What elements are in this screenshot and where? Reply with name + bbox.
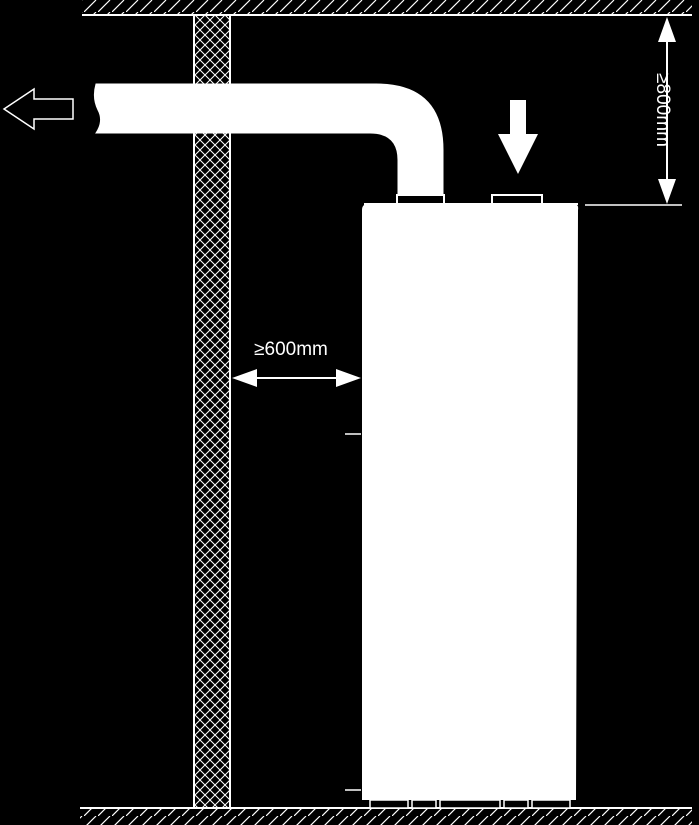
appliance-foot-4	[503, 799, 529, 809]
top-clearance-label: ≥800mm	[652, 73, 673, 147]
side-clearance-label: ≥600mm	[254, 339, 328, 360]
exhaust-flue-pipe	[93, 83, 444, 199]
appliance-foot-2	[411, 799, 437, 809]
floor-hatch	[80, 809, 692, 825]
appliance-body	[362, 204, 579, 800]
appliance-foot-3	[439, 799, 501, 809]
side-clearance-dimension: ≥600mm	[232, 339, 361, 387]
ceiling-hatch	[82, 0, 692, 15]
wall-column-fill	[194, 15, 230, 808]
floor	[80, 807, 692, 825]
side-dimension-arrowhead-right	[336, 369, 361, 387]
side-dimension-arrowhead-left	[232, 369, 257, 387]
top-dimension-arrowhead-up	[658, 17, 676, 42]
appliance-foot-1	[369, 799, 409, 809]
wall-column	[193, 15, 231, 808]
top-clearance-dimension: ≥800mm	[585, 17, 682, 206]
top-dimension-arrowhead-down	[658, 179, 676, 204]
intake-collar	[491, 194, 543, 205]
appliance	[345, 194, 579, 809]
appliance-foot-5	[531, 799, 571, 809]
intake-arrow-icon	[498, 100, 538, 174]
exhaust-arrow-icon	[2, 87, 74, 131]
flue-collar	[396, 194, 445, 205]
ceiling	[82, 0, 692, 16]
